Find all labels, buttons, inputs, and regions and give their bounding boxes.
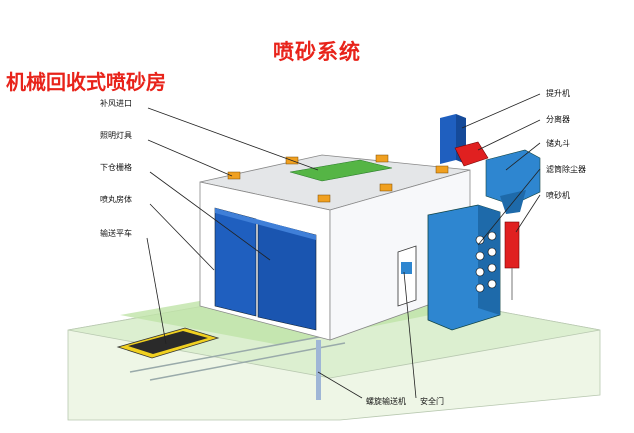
separator-shape <box>454 141 489 167</box>
label-screw-conveyor: 螺旋输送机 <box>366 396 406 406</box>
screw-conveyor-shape <box>316 340 321 400</box>
label-room-body: 喷丸房体 <box>100 194 132 204</box>
label-dust-collector: 滤筒除尘器 <box>546 164 586 174</box>
label-floor-grid: 下仓栅格 <box>100 162 132 172</box>
blast-machine-shape <box>504 221 520 300</box>
trolley-rails <box>129 334 346 381</box>
label-safety-door: 安全门 <box>420 396 444 406</box>
label-separator: 分离器 <box>546 114 570 124</box>
trolley <box>116 327 220 359</box>
label-air-supply: 补风进口 <box>100 98 132 108</box>
page-subtitle: 机械回收式喷砂房 <box>6 70 166 94</box>
label-lighting: 照明灯具 <box>100 130 132 140</box>
room-doors <box>214 207 317 331</box>
label-blast-machine: 喷砂机 <box>546 190 570 200</box>
page-title: 喷砂系统 <box>273 40 361 64</box>
air-supply-inlet <box>289 159 393 182</box>
leader-lines <box>146 93 541 399</box>
label-shot-hopper: 储丸斗 <box>546 138 570 148</box>
label-elevator: 提升机 <box>546 88 570 98</box>
dust-collector-shape <box>427 204 501 331</box>
label-trolley: 输送平车 <box>100 228 132 238</box>
shot-hopper-shape <box>485 149 541 214</box>
safety-door-shape <box>397 245 417 307</box>
